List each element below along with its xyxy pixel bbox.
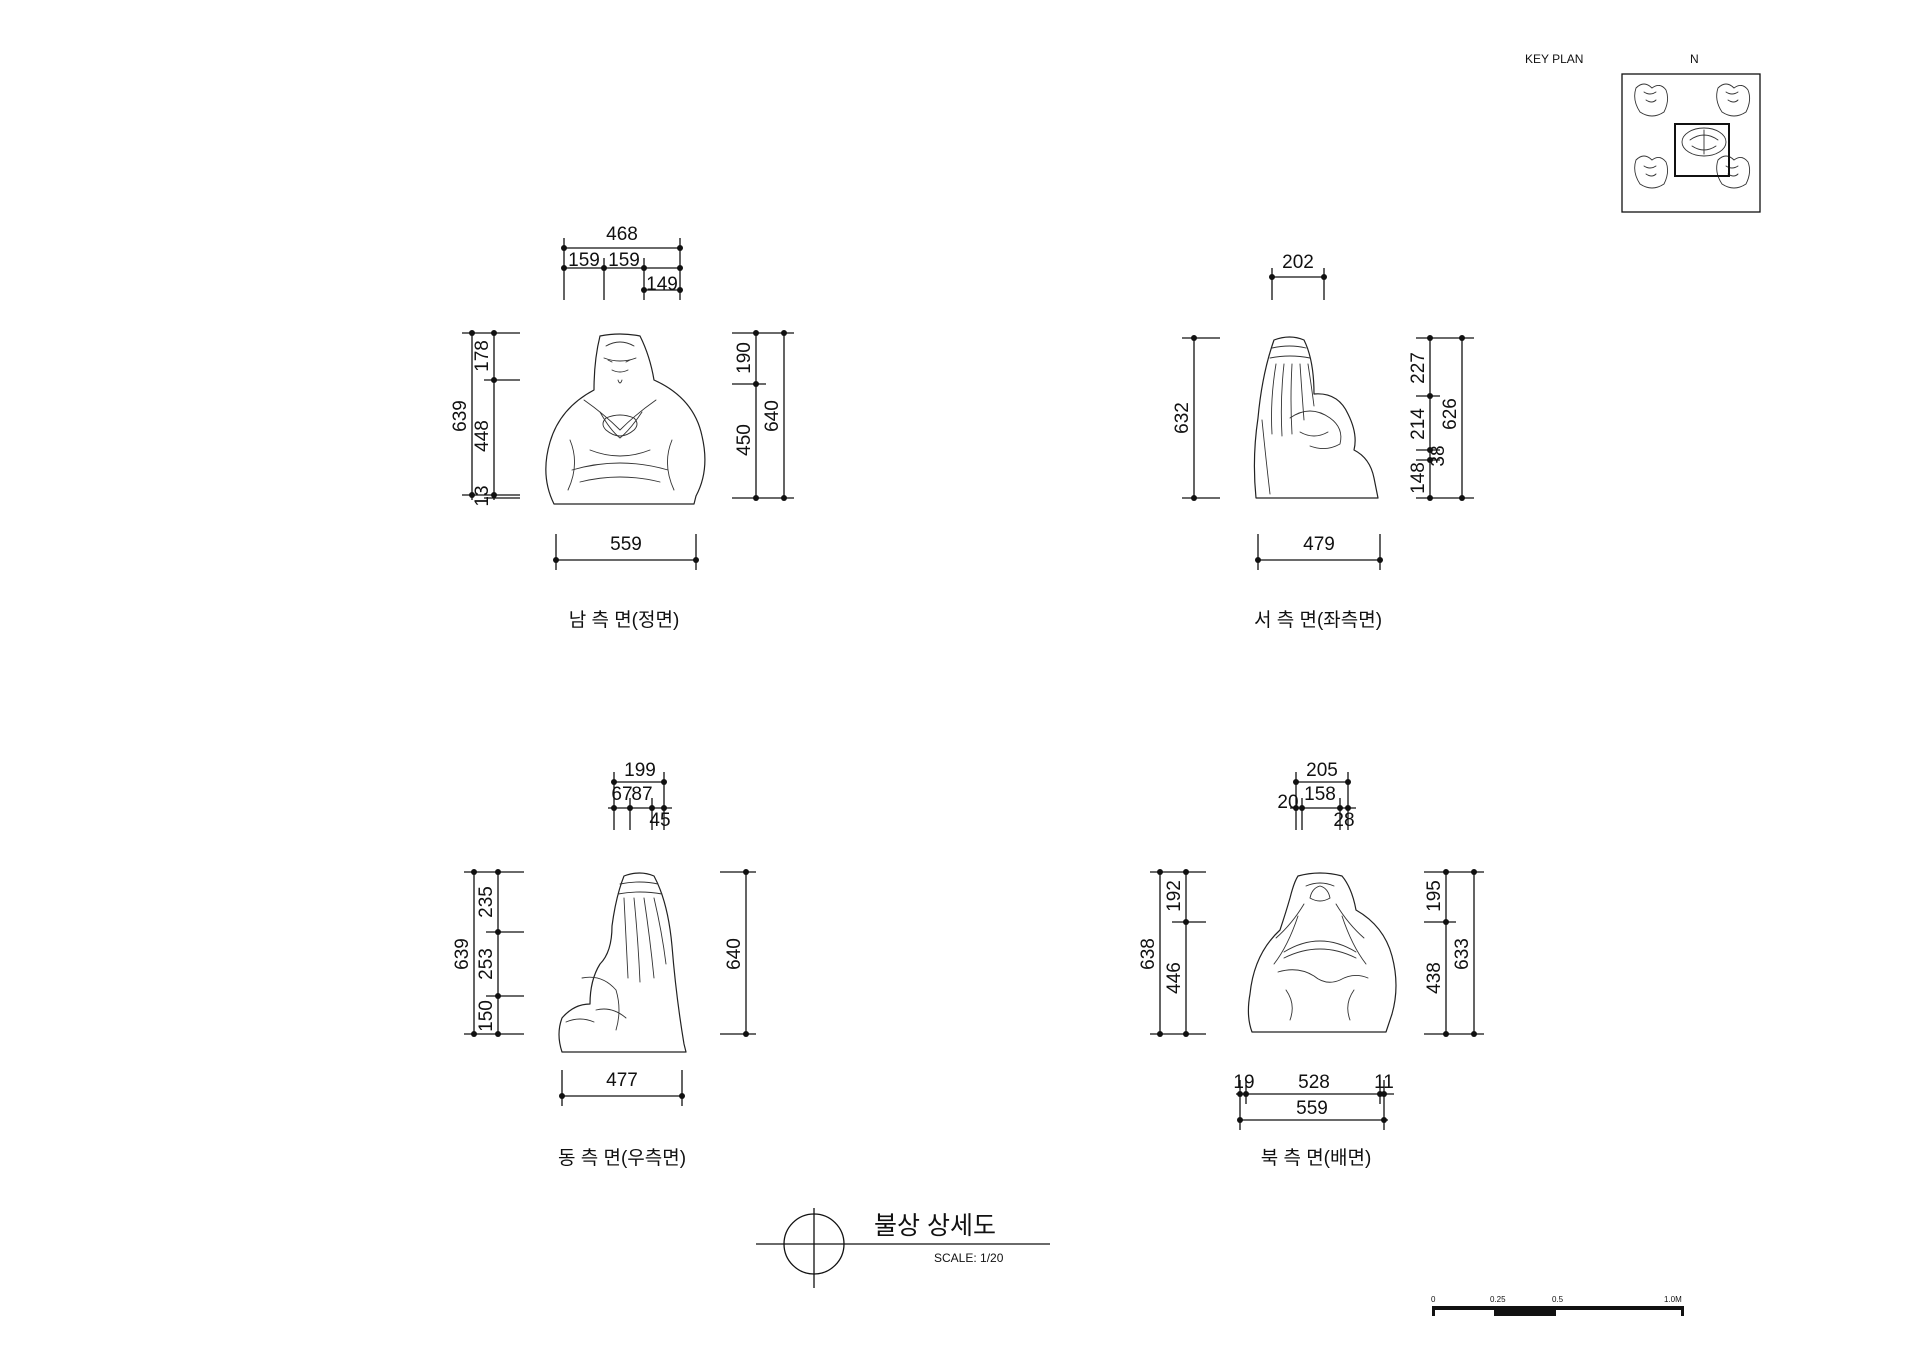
- south-dim-top-c: 149: [646, 274, 678, 295]
- east-top-dims: 199 67 87 45: [608, 760, 672, 831]
- north-dim-top-a: 20: [1277, 792, 1298, 813]
- west-dim-bottom: 479: [1303, 534, 1335, 555]
- key-plan-label: KEY PLAN: [1525, 52, 1583, 66]
- west-statue-outline: [1253, 336, 1379, 499]
- scale-label-1m: 1.0M: [1664, 1295, 1682, 1304]
- west-dim-right-b: 214: [1408, 408, 1429, 440]
- north-dim-right-total: 633: [1452, 938, 1473, 970]
- north-caption: 북 측 면(배면): [1261, 1147, 1372, 1169]
- south-dim-right-a: 190: [734, 342, 755, 374]
- east-dim-top-b: 87: [631, 784, 652, 805]
- south-right-dims: 190 450 640: [732, 330, 794, 501]
- south-caption: 남 측 면(정면): [569, 609, 680, 631]
- west-right-dims: 227 214 148 38 626: [1408, 335, 1474, 501]
- south-dim-top-total: 468: [606, 224, 638, 245]
- key-plan-statues: [1634, 83, 1751, 189]
- south-dim-bottom: 559: [610, 534, 642, 555]
- south-dim-left-b: 448: [472, 420, 493, 452]
- east-dim-top-total: 199: [624, 760, 656, 781]
- west-elevation: 202 632 227 214 148 38 626: [1172, 252, 1474, 631]
- east-dim-bottom: 477: [606, 1070, 638, 1091]
- north-indicator: N: [1690, 52, 1699, 66]
- east-statue-outline: [558, 872, 687, 1053]
- west-left-dims: 632: [1172, 335, 1220, 501]
- north-dim-bottom-total: 559: [1296, 1098, 1328, 1119]
- west-caption: 서 측 면(좌측면): [1254, 609, 1382, 631]
- east-statue-details: [565, 881, 667, 1031]
- south-statue-details: [567, 341, 675, 491]
- south-dim-right-total: 640: [762, 400, 783, 432]
- east-caption: 동 측 면(우측면): [558, 1147, 686, 1169]
- south-elevation: 468 159 159 149 639 178 448 13: [450, 224, 794, 631]
- east-dim-top-a: 67: [611, 784, 632, 805]
- south-dim-top-b: 159: [608, 250, 640, 271]
- north-dim-bottom-b: 528: [1298, 1072, 1330, 1093]
- north-dim-right-b: 438: [1424, 962, 1445, 994]
- east-dim-top-c: 45: [649, 810, 670, 831]
- east-dim-left-b: 253: [476, 948, 497, 980]
- south-bottom-dims: 559: [553, 534, 699, 570]
- scale-bar: 0 0.25 0.5 1.0M: [1431, 1295, 1684, 1316]
- east-bottom-dims: 477: [559, 1070, 685, 1106]
- south-left-dims: 639 178 448 13: [450, 330, 520, 507]
- north-dim-right-a: 195: [1424, 880, 1445, 912]
- east-right-dims: 640: [720, 869, 756, 1037]
- north-dim-bottom-a: 19: [1233, 1072, 1254, 1093]
- drawing-scale: SCALE: 1/20: [934, 1251, 1004, 1265]
- west-dim-right-a: 227: [1408, 352, 1429, 384]
- north-dim-top-c: 28: [1333, 810, 1354, 831]
- north-left-dims: 638 192 446: [1138, 869, 1206, 1037]
- east-dim-left-a: 235: [476, 886, 497, 918]
- south-dim-top-a: 159: [568, 250, 600, 271]
- north-dim-left-b: 446: [1164, 962, 1185, 994]
- north-elevation: 205 20 158 28 638 192 446: [1138, 760, 1484, 1169]
- east-dim-left-c: 150: [476, 1000, 497, 1032]
- scale-label-0: 0: [1431, 1295, 1436, 1304]
- scale-label-025: 0.25: [1490, 1295, 1506, 1304]
- north-dim-top-b: 158: [1304, 784, 1336, 805]
- east-left-dims: 639 235 253 150: [452, 869, 524, 1037]
- south-top-dims: 468 159 159 149: [561, 224, 683, 300]
- scale-label-05: 0.5: [1552, 1295, 1564, 1304]
- north-top-dims: 205 20 158 28: [1277, 760, 1356, 831]
- north-statue-details: [1273, 882, 1369, 1021]
- south-dim-right-b: 450: [734, 424, 755, 456]
- west-dim-right-c: 148: [1408, 462, 1429, 494]
- west-dim-left: 632: [1172, 402, 1193, 434]
- north-dim-left-a: 192: [1164, 880, 1185, 912]
- key-plan-frame: [1621, 73, 1761, 213]
- south-statue-outline: [545, 333, 706, 505]
- east-elevation: 199 67 87 45 639 235 253 150 640: [452, 760, 756, 1169]
- north-statue-outline: [1247, 872, 1397, 1033]
- south-dim-left-c: 13: [472, 485, 493, 506]
- east-dim-right: 640: [724, 938, 745, 970]
- west-dim-right-total: 626: [1440, 398, 1461, 430]
- west-dim-top: 202: [1282, 252, 1314, 273]
- east-dim-left-total: 639: [452, 938, 473, 970]
- west-bottom-dims: 479: [1255, 534, 1383, 570]
- title-block: 불상 상세도 SCALE: 1/20: [756, 1208, 1050, 1288]
- west-statue-details: [1261, 345, 1342, 495]
- key-plan-highlight: [1674, 123, 1730, 177]
- south-dim-left-total: 639: [450, 400, 471, 432]
- key-plan: KEY PLAN N: [1525, 52, 1761, 213]
- drawing-title: 불상 상세도: [874, 1212, 996, 1240]
- south-dim-left-a: 178: [472, 340, 493, 372]
- west-dim-right-d: 38: [1428, 445, 1449, 466]
- west-top-dims: 202: [1269, 252, 1327, 300]
- north-dim-bottom-c: 11: [1374, 1072, 1394, 1093]
- north-right-dims: 195 438 633: [1424, 869, 1484, 1037]
- north-dim-left-total: 638: [1138, 938, 1159, 970]
- north-dim-top-total: 205: [1306, 760, 1338, 781]
- north-bottom-dims: 19 528 11 559: [1233, 1072, 1394, 1130]
